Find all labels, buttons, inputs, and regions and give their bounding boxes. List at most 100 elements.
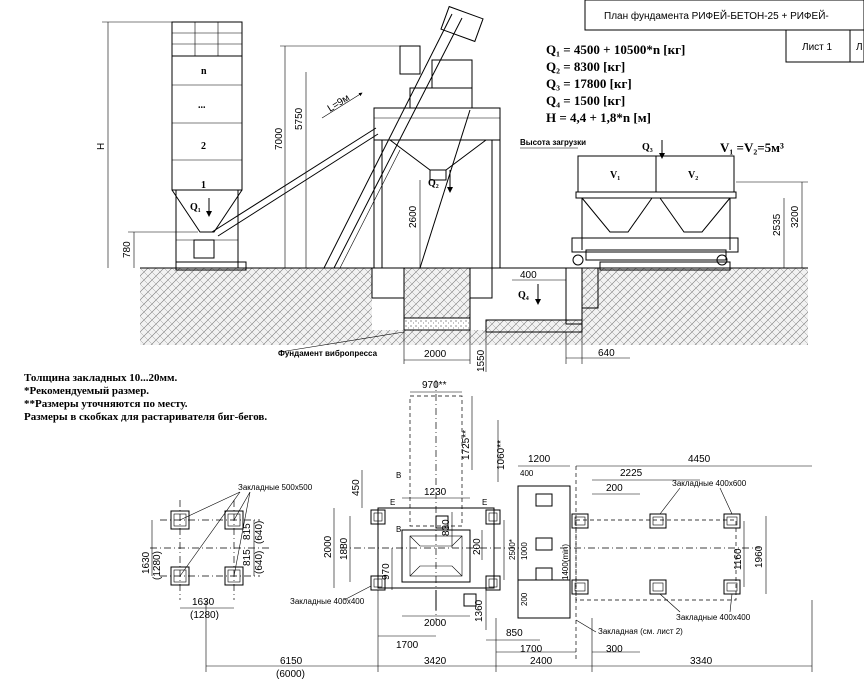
- dim-640-a: (640): [254, 521, 265, 544]
- dim-2600: 2600: [408, 205, 419, 228]
- dim-1550: 1550: [476, 349, 487, 372]
- dim-6000: (6000): [276, 669, 305, 680]
- formula-v: V₁ =V₂=5м³: [720, 140, 784, 155]
- dim-3200: 3200: [790, 205, 801, 228]
- dim-200-c: 200: [606, 483, 623, 494]
- cement-silo: n ... 2 1 Q₁: [171, 21, 243, 268]
- silo-embeds: Закладные 500х500: [170, 483, 313, 586]
- q1-label: Q₁: [190, 202, 201, 213]
- dim-300: 300: [606, 644, 623, 655]
- dim-780: 780: [122, 241, 133, 258]
- dim-1360: 1360: [474, 599, 485, 622]
- dim-970: 970: [381, 563, 392, 580]
- dim-2500: 2500*: [508, 539, 517, 560]
- notes: Толщина закладных 10...20мм. *Рекомендуе…: [24, 372, 267, 423]
- dim-1200: 1200: [528, 454, 551, 465]
- dim-400-plan: 400: [520, 469, 534, 478]
- label-b2: B: [396, 525, 401, 534]
- dim-1280-h: (1280): [190, 610, 219, 621]
- dim-400: 400: [520, 270, 537, 281]
- dim-7000: 7000: [274, 127, 285, 150]
- embed-400-left-label: Закладные 400х400: [290, 597, 365, 606]
- dim-1630-h: 1630: [192, 597, 215, 608]
- dim-200: 200: [472, 538, 483, 555]
- dim-2400: 2400: [530, 656, 553, 667]
- dim-3420: 3420: [424, 656, 447, 667]
- dim-2000-h: 2000: [424, 618, 447, 629]
- embed-400x600-label: Закладные 400х600: [672, 479, 747, 488]
- dim-1230: 1230: [424, 487, 447, 498]
- embed-400-right-label: Закладные 400х400: [676, 613, 751, 622]
- load-formulas: Q₁ = 4500 + 10500*n [кг] Q₂ = 8300 [кг] …: [546, 42, 784, 155]
- sheet-label: Лист 1: [802, 42, 833, 53]
- dim-h: H: [96, 143, 107, 150]
- note-1: Толщина закладных 10...20мм.: [24, 372, 177, 384]
- formula-q1: Q₁ = 4500 + 10500*n [кг]: [546, 42, 685, 57]
- silo-level-1: 1: [201, 180, 206, 191]
- q3-label: Q₃: [642, 142, 653, 153]
- elevation-dimensions: H 780 7000 5750 2600 2535 3200 400 2000 …: [96, 21, 808, 372]
- dim-2000-elev: 2000: [424, 349, 447, 360]
- conveyor-length: L=9м: [326, 93, 352, 115]
- dim-1000: 1000: [520, 542, 529, 560]
- dim-1400: 1400(min): [561, 544, 570, 580]
- vibropress-label: Фундамент вибропресса: [278, 349, 378, 358]
- dim-200-b: 200: [520, 592, 529, 606]
- bottom-dimension-chain: 6150 (6000) 3420 2400 3340: [205, 590, 813, 680]
- dim-1700-b: 1700: [520, 644, 543, 655]
- q4-label: Q₄: [518, 290, 529, 301]
- formula-q2: Q₂ = 8300 [кг]: [546, 59, 625, 74]
- formula-q3: Q₃ = 17800 [кг]: [546, 76, 632, 91]
- dim-830: 830: [441, 519, 452, 536]
- conveyor-pit-plan: 400 1000 1400(min) 200 1200: [517, 454, 577, 660]
- dim-1880: 1880: [339, 537, 350, 560]
- load-height-label: Высота загрузки: [520, 138, 586, 147]
- note-3: **Размеры уточняются по месту.: [24, 398, 188, 410]
- silo-level-dots: ...: [198, 100, 206, 111]
- dim-1700-a: 1700: [396, 640, 419, 651]
- dim-2535: 2535: [772, 213, 783, 236]
- ground-soil: [140, 268, 808, 345]
- embed-sheet2-label: Закладная (см. лист 2): [598, 627, 683, 636]
- dim-1280-v: (1280): [152, 551, 163, 580]
- silo-level-n: n: [201, 66, 207, 77]
- bin-foundation-plan: Закладные 400х600 Закладные 400х400: [571, 479, 751, 622]
- q2-label: Q₂: [428, 178, 439, 189]
- mixer-foundation: B B E E Закладные 400х400: [290, 395, 501, 610]
- plan-view: Закладные 500х500 1630 (1280) 815 815 (6…: [141, 380, 813, 680]
- dim-5750: 5750: [294, 107, 305, 130]
- dim-1630-v: 1630: [141, 551, 152, 574]
- title-block: План фундамента РИФЕЙ-БЕТОН-25 + РИФЕЙ- …: [584, 0, 864, 63]
- dim-2000-v: 2000: [323, 535, 334, 558]
- embed-500-label: Закладные 500х500: [238, 483, 313, 492]
- aggregate-bins: V₁ V₂ Q₃ Высота загрузки: [520, 138, 739, 266]
- dim-1060: 1060**: [496, 440, 507, 470]
- dim-970-star: 970**: [422, 380, 447, 391]
- dim-3340: 3340: [690, 656, 713, 667]
- dim-2225: 2225: [620, 468, 643, 479]
- v2-label: V₂: [688, 170, 698, 181]
- dim-640-b: (640): [254, 551, 265, 574]
- dim-815-b: 815: [242, 549, 253, 566]
- dim-6150: 6150: [280, 656, 303, 667]
- dim-1160: 1160: [733, 548, 744, 570]
- label-e2: E: [482, 498, 487, 507]
- formula-h: H = 4,4 + 1,8*n [м]: [546, 110, 651, 125]
- v1-label: V₁: [610, 170, 620, 181]
- dim-450: 450: [351, 479, 362, 496]
- note-4: Размеры в скобках для растаривателя биг-…: [24, 411, 267, 423]
- label-e1: E: [390, 498, 395, 507]
- title-text: План фундамента РИФЕЙ-БЕТОН-25 + РИФЕЙ-: [604, 9, 829, 22]
- dim-640-elev: 640: [598, 348, 615, 359]
- note-2: *Рекомендуемый размер.: [24, 385, 149, 397]
- silo-level-2: 2: [201, 141, 206, 152]
- dim-850: 850: [506, 628, 523, 639]
- mixer-tower: Q₂: [373, 45, 501, 268]
- dim-815-a: 815: [242, 523, 253, 540]
- dim-1960: 1960: [754, 545, 765, 568]
- formula-q4: Q₄ = 1500 [кг]: [546, 93, 625, 108]
- elevation-view: n ... 2 1 Q₁ L=9м Q₂: [96, 5, 808, 372]
- dim-4450: 4450: [688, 454, 711, 465]
- dim-1725: 1725**: [461, 430, 472, 460]
